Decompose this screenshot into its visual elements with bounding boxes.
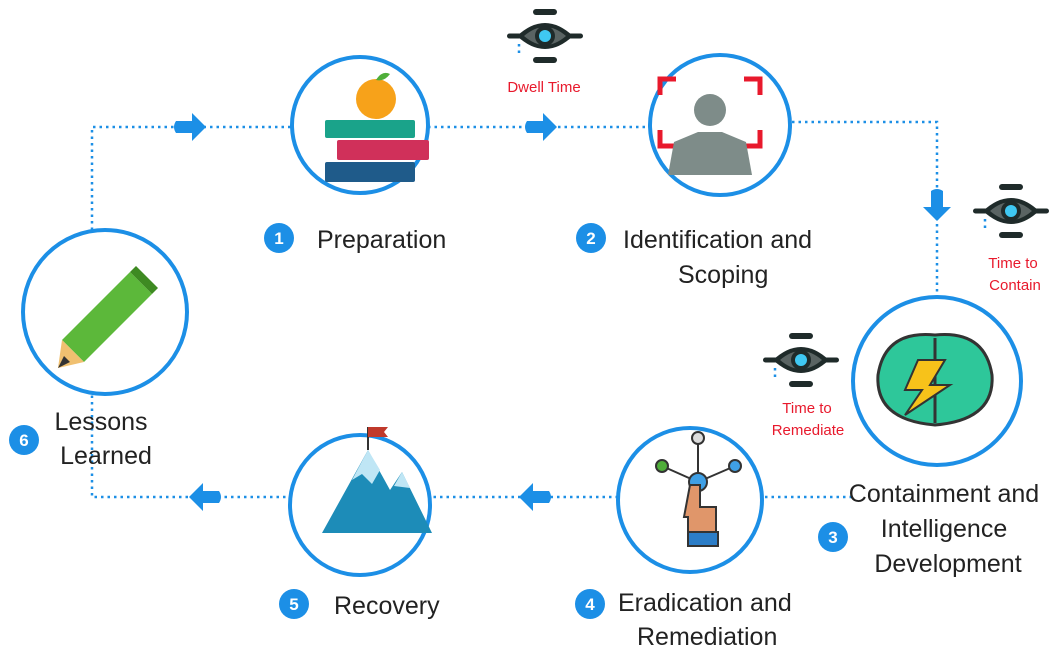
step-number: 6 xyxy=(19,431,28,450)
stage-label: Intelligence xyxy=(881,515,1007,543)
stage-label: Remediation xyxy=(637,623,777,651)
timing-label: Time to xyxy=(782,400,831,417)
stage-label: Identification and xyxy=(623,226,812,254)
flow-connectors xyxy=(90,113,951,511)
stage-label: Lessons xyxy=(54,408,147,436)
timing-dwell-time: Dwell Time xyxy=(505,7,585,96)
arrow-right-icon xyxy=(174,113,206,141)
touch-network-icon xyxy=(655,431,742,547)
arrow-down-icon xyxy=(923,189,951,221)
step-badge-3 xyxy=(818,522,848,552)
eye-icon xyxy=(971,182,1051,240)
timing-label: Remediate xyxy=(772,422,845,439)
arrow-left-icon xyxy=(189,483,221,511)
stage-recovery: 5 Recovery xyxy=(279,427,440,620)
pencil-icon xyxy=(58,266,158,368)
step-number: 2 xyxy=(586,229,595,248)
step-number: 1 xyxy=(274,229,283,248)
timing-label: Contain xyxy=(989,277,1041,294)
stage-label: Preparation xyxy=(317,226,446,254)
timing-label: Dwell Time xyxy=(507,79,580,96)
eye-icon xyxy=(505,7,585,65)
stage-label: Development xyxy=(874,550,1021,578)
stage-label: Learned xyxy=(60,442,152,470)
stage-label: Containment and xyxy=(849,480,1039,508)
timing-time-to-contain: Time to Contain xyxy=(971,182,1051,294)
books-apple-icon xyxy=(325,72,429,182)
step-badge-1 xyxy=(264,223,294,253)
timing-time-to-remediate: Time to Remediate xyxy=(761,331,845,439)
stage-label: Eradication and xyxy=(618,589,792,617)
eye-icon xyxy=(761,331,841,389)
arrow-right-icon xyxy=(525,113,557,141)
face-scan-icon xyxy=(657,76,763,175)
step-badge-4 xyxy=(575,589,605,619)
stage-preparation: 1 Preparation xyxy=(264,55,446,254)
stage-label: Recovery xyxy=(334,592,440,620)
step-number: 4 xyxy=(585,595,595,614)
stage-lessons-learned: 6 Lessons Learned xyxy=(9,228,189,470)
stage-containment: 3 Containment and Intelligence Developme… xyxy=(818,295,1039,578)
timing-label: Time to xyxy=(988,255,1037,272)
stage-identification: 2 Identification and Scoping xyxy=(576,53,812,289)
arrow-left-icon xyxy=(519,483,551,511)
step-badge-5 xyxy=(279,589,309,619)
step-number: 5 xyxy=(289,595,298,614)
stage-eradication: 4 Eradication and Remediation xyxy=(575,426,792,651)
brain-lightning-icon xyxy=(876,333,994,427)
step-badge-6 xyxy=(9,425,39,455)
step-badge-2 xyxy=(576,223,606,253)
stage-label: Scoping xyxy=(678,261,768,289)
mountain-flag-icon xyxy=(322,427,432,533)
step-number: 3 xyxy=(828,528,837,547)
